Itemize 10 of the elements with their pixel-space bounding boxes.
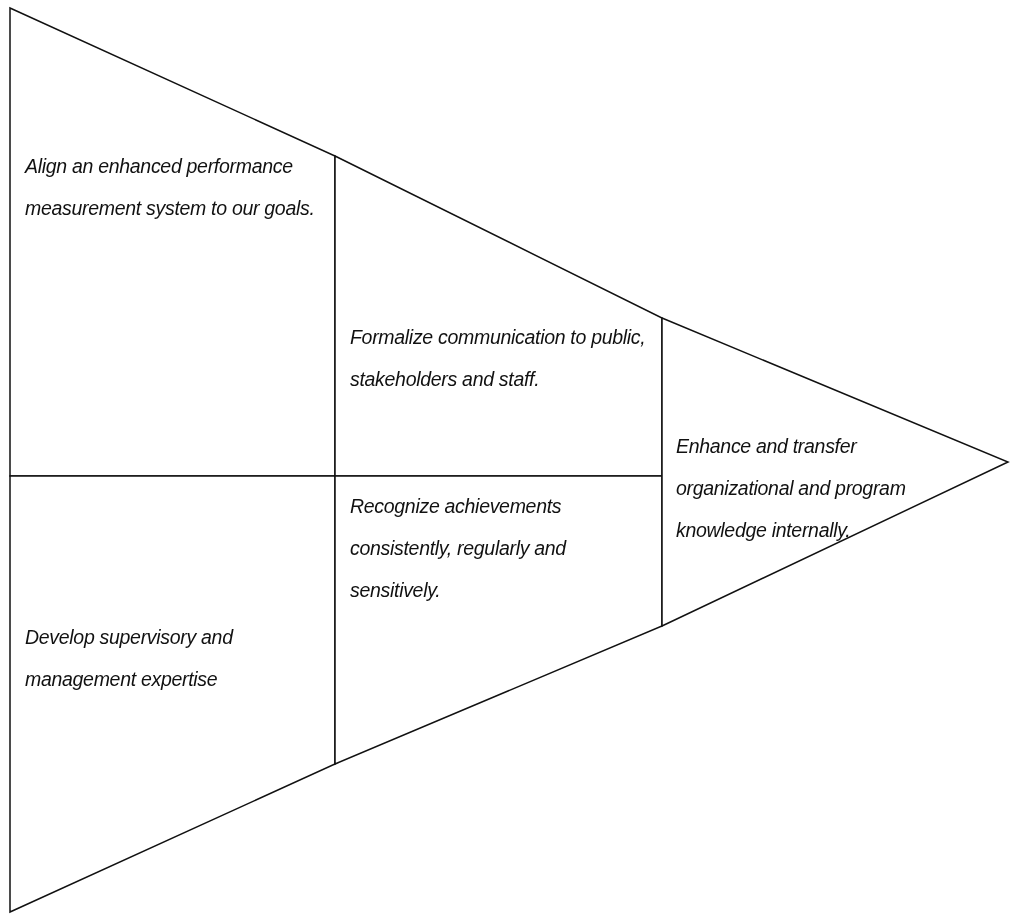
section-text: Formalize communication to public, stakeholders and staff. — [350, 325, 647, 392]
section-text: Enhance and transfer organizational and program knowledge internally. — [676, 434, 907, 543]
triangle-section — [662, 318, 1008, 626]
triangle-section — [10, 476, 335, 912]
triangle-section — [335, 156, 662, 476]
section-text: Recognize achievements consistently, regularly and sensitively. — [350, 494, 568, 603]
section-text: Align an enhanced performance measurement system to our goals. — [25, 154, 315, 221]
triangle-section — [335, 476, 662, 764]
triangle-section — [10, 8, 335, 476]
section-text: Develop supervisory and management expertise — [25, 625, 235, 692]
